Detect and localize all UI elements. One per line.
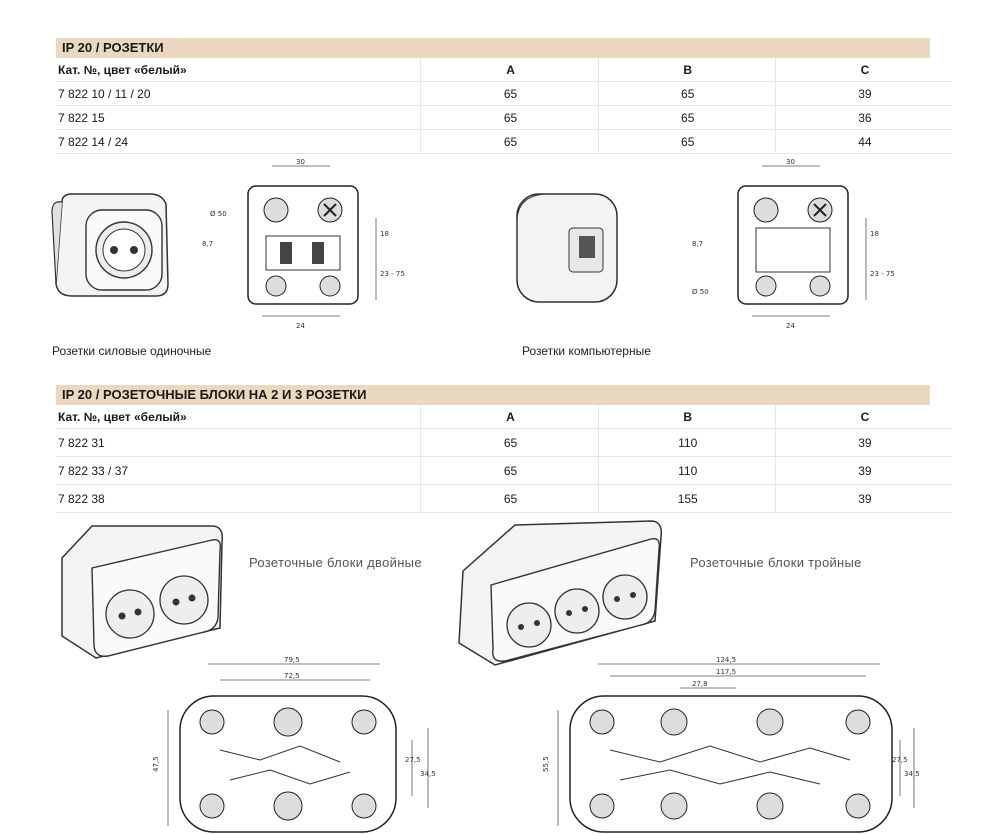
dim-inner: 72,5	[284, 672, 300, 680]
cell-catalog: 7 822 14 / 24	[56, 129, 421, 154]
cell-b: 65	[597, 129, 776, 154]
dim-side1: 18	[380, 230, 389, 238]
dim-r1: 27,5	[892, 756, 908, 764]
table-row: 7 822 31 65 110 39	[56, 428, 952, 457]
cell-c: 39	[774, 428, 952, 457]
double-block-image	[61, 525, 224, 659]
col-a: A	[420, 58, 599, 82]
cell-a: 65	[420, 81, 599, 106]
cell-b: 110	[597, 428, 776, 457]
cell-b: 110	[597, 456, 776, 485]
dim-left: 8,7	[202, 240, 213, 248]
col-catalog: Кат. №, цвет «белый»	[56, 405, 421, 429]
dim-side2: 23 - 75	[380, 270, 405, 278]
cell-c: 44	[774, 129, 952, 154]
table-header-row: Кат. №, цвет «белый» A B C	[56, 58, 952, 82]
col-b: B	[597, 405, 776, 429]
dim-r2: 34,5	[904, 770, 920, 778]
dim-side2: 23 - 75	[870, 270, 895, 278]
dim-inner: 117,5	[716, 668, 736, 676]
dim-r2: 34,5	[420, 770, 436, 778]
table-row: 7 822 38 65 155 39	[56, 484, 952, 513]
spec-table-sockets: Кат. №, цвет «белый» A B C 7 822 10 / 11…	[56, 58, 952, 154]
cell-a: 65	[420, 484, 599, 513]
dim-circle: Ø 50	[692, 288, 709, 296]
computer-socket-image	[516, 193, 618, 303]
cell-catalog: 7 822 31	[56, 428, 421, 457]
caption-double-blocks: Розеточные блоки двойные	[249, 555, 422, 570]
cell-catalog: 7 822 38	[56, 484, 421, 513]
dim-pitch: 27,8	[692, 680, 708, 688]
dim-r1: 27,5	[405, 756, 421, 764]
cell-catalog: 7 822 15	[56, 105, 421, 130]
dim-bottom: 24	[786, 322, 795, 330]
col-a: A	[420, 405, 599, 429]
caption-power-sockets: Розетки силовые одиночные	[52, 344, 212, 358]
table-row: 7 822 15 65 65 36	[56, 105, 952, 130]
cell-c: 36	[774, 105, 952, 130]
dim-height: 47,5	[152, 756, 160, 772]
col-catalog: Кат. №, цвет «белый»	[56, 58, 421, 82]
dim-circle: Ø 50	[210, 210, 227, 218]
dim-bottom: 24	[296, 322, 305, 330]
col-b: B	[597, 58, 776, 82]
cell-c: 39	[774, 484, 952, 513]
table-header-row: Кат. №, цвет «белый» A B C	[56, 405, 952, 429]
section-title-socket-blocks: IP 20 / РОЗЕТОЧНЫЕ БЛОКИ НА 2 И 3 РОЗЕТК…	[56, 385, 930, 405]
cell-catalog: 7 822 10 / 11 / 20	[56, 81, 421, 106]
double-block-drawing: 79,5 72,5 47,5 27,5 34,5	[152, 656, 436, 833]
triple-block-drawing: 124,5 117,5 27,8 55,5 27,5 34,5	[542, 656, 920, 833]
cell-catalog: 7 822 33 / 37	[56, 456, 421, 485]
dim-outer: 79,5	[284, 656, 300, 664]
table-row: 7 822 10 / 11 / 20 65 65 39	[56, 81, 952, 106]
table-row: 7 822 14 / 24 65 65 44	[56, 129, 952, 154]
caption-computer-sockets: Розетки компьютерные	[522, 344, 651, 358]
table-row: 7 822 33 / 37 65 110 39	[56, 456, 952, 485]
dim-outer: 124,5	[716, 656, 736, 664]
cell-a: 65	[420, 428, 599, 457]
dim-top: 30	[786, 158, 795, 166]
col-c: C	[774, 405, 952, 429]
dim-top: 30	[296, 158, 305, 166]
cell-b: 65	[597, 81, 776, 106]
col-c: C	[774, 58, 952, 82]
triple-block-image	[458, 520, 663, 666]
computer-socket-drawing: 30 18 23 - 75 24 8,7 Ø 50	[692, 158, 895, 330]
dim-side1: 18	[870, 230, 879, 238]
cell-a: 65	[420, 456, 599, 485]
power-socket-image	[51, 193, 169, 297]
cell-b: 65	[597, 105, 776, 130]
dim-height: 55,5	[542, 756, 550, 772]
cell-a: 65	[420, 105, 599, 130]
dim-left: 8,7	[692, 240, 703, 248]
cell-a: 65	[420, 129, 599, 154]
section-title-sockets: IP 20 / РОЗЕТКИ	[56, 38, 930, 58]
caption-triple-blocks: Розеточные блоки тройные	[690, 555, 862, 570]
cell-b: 155	[597, 484, 776, 513]
power-socket-drawing: 30 18 23 - 75 24 8,7 Ø 50	[202, 158, 405, 330]
cell-c: 39	[774, 456, 952, 485]
spec-table-blocks: Кат. №, цвет «белый» A B C 7 822 31 65 1…	[56, 405, 952, 513]
cell-c: 39	[774, 81, 952, 106]
